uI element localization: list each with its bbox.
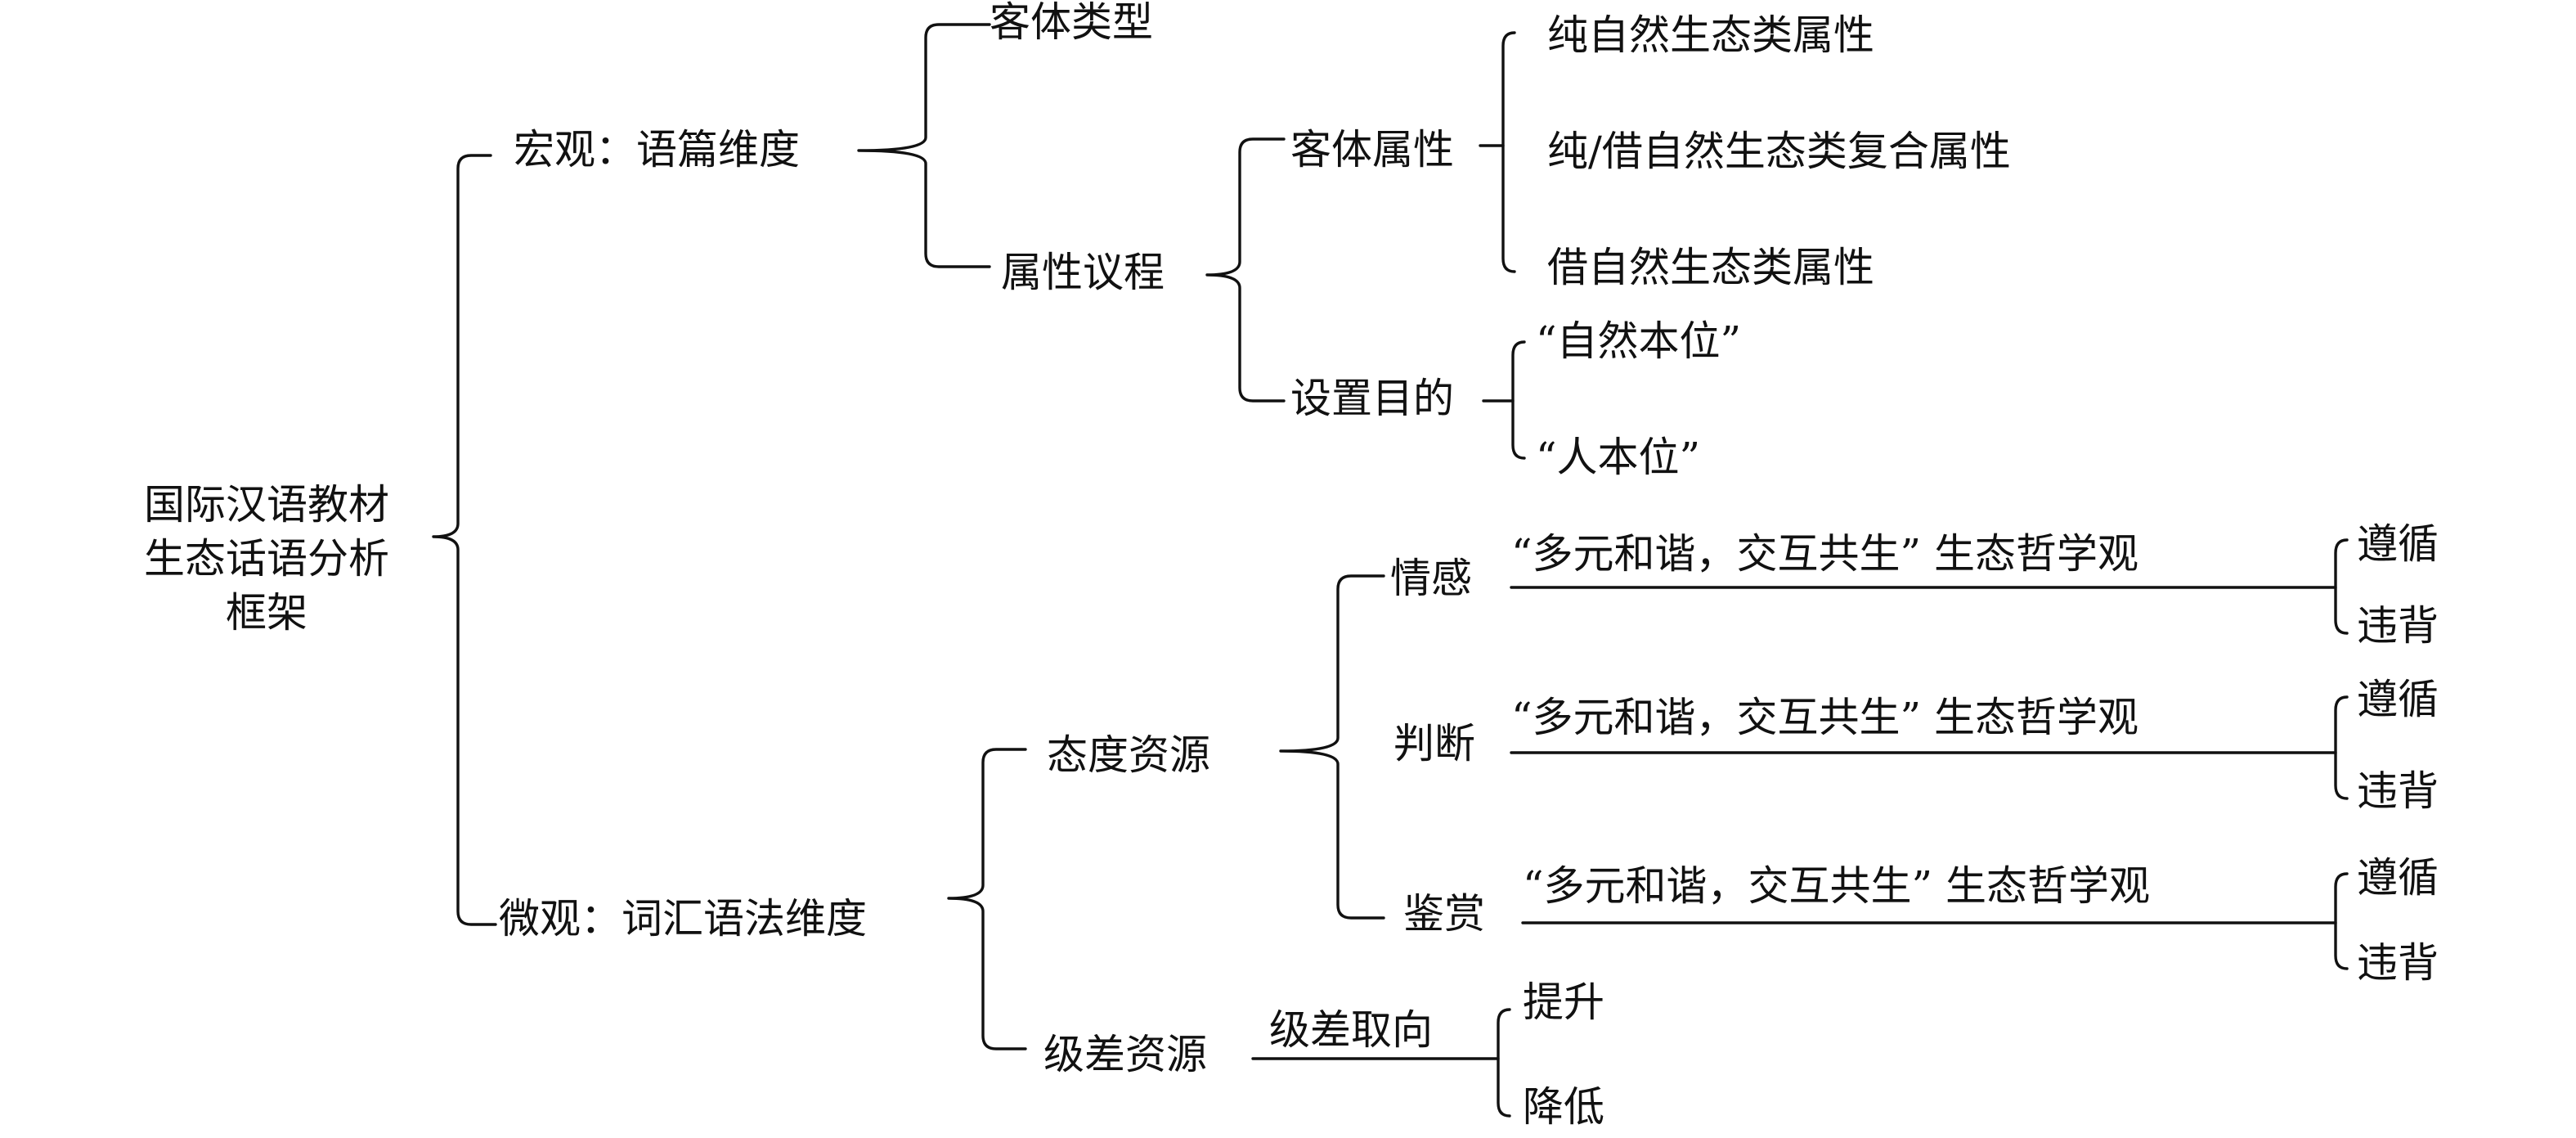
attribute-agenda-brace (1205, 137, 1286, 403)
object-attribute-label: 客体属性 (1290, 126, 1454, 173)
appreciation-row: 鉴赏 “多元和谐，交互共生” 生态哲学观 遵循 违背 (1403, 854, 2439, 987)
raise-label: 提升 (1523, 978, 1604, 1026)
human-centered-label: “人本位” (1536, 434, 1700, 481)
affect-brace (2334, 538, 2349, 635)
graduation-brace (1497, 1008, 1511, 1118)
attitude-resource-label: 态度资源 (1047, 731, 1210, 779)
graduation-row: 级差取向 提升 降低 (1251, 978, 1604, 1131)
judgement-philosophy-label: “多元和谐，交互共生” 生态哲学观 (1511, 694, 2138, 741)
appreciation-violate-label: 违背 (2357, 939, 2439, 987)
object-type-label: 客体类型 (990, 0, 1153, 46)
affect-philosophy-label: “多元和谐，交互共生” 生态哲学观 (1511, 530, 2138, 578)
affect-follow-label: 遵循 (2357, 520, 2439, 568)
nature-centered-label: “自然本位” (1536, 317, 1741, 365)
judgement-label: 判断 (1393, 720, 1475, 767)
appreciation-label: 鉴赏 (1403, 890, 1485, 938)
appreciation-brace (2334, 872, 2349, 970)
borrowed-natural-attribute-label: 借自然生态类属性 (1547, 244, 1874, 291)
micro-label: 微观：词汇语法维度 (499, 895, 867, 942)
appreciation-philosophy-label: “多元和谐，交互共生” 生态哲学观 (1523, 862, 2150, 910)
judgement-follow-label: 遵循 (2357, 676, 2439, 723)
affect-label: 情感 (1390, 555, 1472, 602)
appreciation-follow-label: 遵循 (2357, 854, 2439, 902)
graduation-resource-label: 级差资源 (1043, 1031, 1207, 1078)
judgement-row: 判断 “多元和谐，交互共生” 生态哲学观 遵循 违背 (1393, 676, 2439, 815)
compound-attribute-label: 纯/借自然生态类复合属性 (1547, 128, 2011, 175)
setting-purpose-label: 设置目的 (1290, 375, 1454, 422)
graduation-orientation-label: 级差取向 (1269, 1006, 1433, 1054)
affect-row: 情感 “多元和谐，交互共生” 生态哲学观 遵循 违背 (1390, 520, 2439, 650)
attribute-agenda-label: 属性议程 (1001, 249, 1165, 296)
macro-label: 宏观：语篇维度 (514, 126, 800, 173)
setting-purpose-brace (1511, 340, 1526, 460)
judgement-violate-label: 违背 (2357, 767, 2439, 815)
root-label-line-3: 框架 (226, 589, 307, 636)
judgement-brace (2334, 695, 2349, 800)
lower-label: 降低 (1523, 1083, 1604, 1131)
affect-violate-label: 违背 (2357, 602, 2439, 650)
root-label-line-2: 生态话语分析 (144, 535, 389, 582)
root-label-line-1: 国际汉语教材 (144, 481, 389, 529)
root-brace (432, 154, 497, 926)
micro-brace (947, 748, 1027, 1050)
macro-brace (857, 23, 991, 268)
attitude-brace (1279, 574, 1385, 920)
object-attribute-brace (1501, 31, 1516, 273)
pure-natural-attribute-label: 纯自然生态类属性 (1547, 11, 1874, 59)
